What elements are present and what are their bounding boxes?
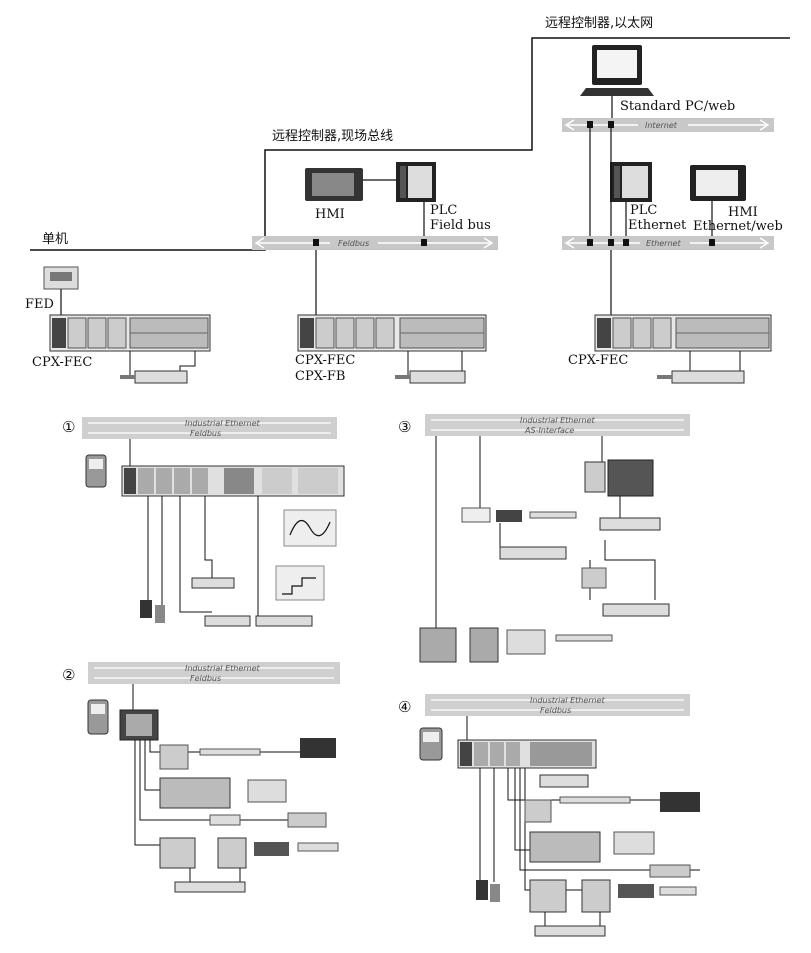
panel3-buses: Industrial Ethernet AS-Interface [425, 414, 690, 436]
panel1-cylinder-b [204, 615, 313, 627]
panel1-sine-chart-icon [283, 509, 337, 547]
panel1-wiring [147, 496, 259, 620]
svg-text:Feldbus: Feldbus [190, 674, 221, 683]
fed-label: FED [25, 297, 54, 312]
svg-text:Industrial Ethernet: Industrial Ethernet [185, 419, 261, 428]
cylinder-2 [395, 370, 466, 384]
cpx-terminal-3 [594, 314, 772, 352]
panel1-number: ① [62, 418, 75, 436]
panel2-io-blocks [159, 738, 339, 869]
panel4-devices [476, 774, 700, 913]
panel1-cylinder-a [191, 577, 235, 589]
svg-text:Industrial Ethernet: Industrial Ethernet [520, 416, 596, 425]
plc-eth-label-1: PLC [630, 203, 657, 218]
svg-text:Feldbus: Feldbus [190, 429, 221, 438]
panel1-sensors [140, 600, 165, 623]
svg-text:Ethernet: Ethernet [646, 239, 681, 248]
hmi-right-label-1: HMI [728, 205, 758, 220]
tier2-label: 远程控制器,现场总线 [272, 129, 393, 144]
panel3-number: ③ [398, 418, 411, 436]
internet-bus: Internet [562, 118, 774, 132]
plc-eth-label-2: Ethernet [628, 218, 687, 233]
cylinder-3 [657, 370, 745, 384]
svg-text:Industrial Ethernet: Industrial Ethernet [185, 664, 261, 673]
cpx-fb-label: CPX-FB [295, 369, 345, 384]
panel4-cylinder [534, 925, 606, 937]
svg-text:Feldbus: Feldbus [338, 239, 369, 248]
cpx-terminal-1 [49, 314, 211, 352]
hmi-right-icon [690, 165, 746, 201]
pc-monitor-icon [580, 45, 654, 96]
plc-fieldbus-icon [396, 162, 436, 202]
tier-step-line [30, 37, 790, 251]
panel3-devices [419, 459, 670, 663]
panel4-handheld-icon [419, 727, 443, 761]
fed-device-icon [43, 266, 79, 290]
plc-ethernet-icon [610, 162, 652, 202]
panel1-handheld-icon [85, 454, 107, 488]
panel1-step-chart-icon [275, 565, 325, 601]
feldbus-bus: Feldbus [252, 236, 498, 250]
plc-field-label-1: PLC [430, 203, 457, 218]
svg-text:Feldbus: Feldbus [540, 706, 571, 715]
tier1-label: 远程控制器,以太网 [545, 16, 653, 31]
svg-text:AS-Interface: AS-Interface [524, 426, 574, 435]
cpx-fec-label-3: CPX-FEC [568, 353, 628, 368]
cpx-fec-label-1: CPX-FEC [32, 355, 92, 370]
tier3-label: 单机 [42, 232, 68, 247]
svg-text:Internet: Internet [645, 121, 678, 130]
hmi-left-label: HMI [315, 207, 345, 222]
panel4-number: ④ [398, 698, 411, 716]
panel1-buses: Industrial Ethernet Feldbus [82, 417, 337, 439]
panel1-terminal [121, 465, 345, 497]
cpx-fec-label-2: CPX-FEC [295, 353, 355, 368]
ethernet-bus: Ethernet [562, 236, 774, 250]
panel2-number: ② [62, 666, 75, 684]
panel2-buses: Industrial Ethernet Feldbus [88, 662, 340, 684]
panel2-cylinder [174, 881, 246, 893]
hmi-right-label-2: Ethernet/web [693, 219, 783, 234]
standard-pc-label: Standard PC/web [620, 99, 735, 114]
hmi-left-icon [305, 168, 363, 201]
svg-text:Industrial Ethernet: Industrial Ethernet [530, 696, 606, 705]
cpx-terminal-2 [297, 314, 487, 352]
plc-field-label-2: Field bus [430, 218, 491, 233]
panel2-controller [119, 709, 159, 741]
panel4-buses: Industrial Ethernet Feldbus [425, 694, 690, 716]
panel4-terminal [457, 739, 597, 769]
panel3-wiring [435, 436, 656, 628]
cylinder-1 [120, 370, 188, 384]
panel2-handheld-icon [87, 699, 109, 735]
